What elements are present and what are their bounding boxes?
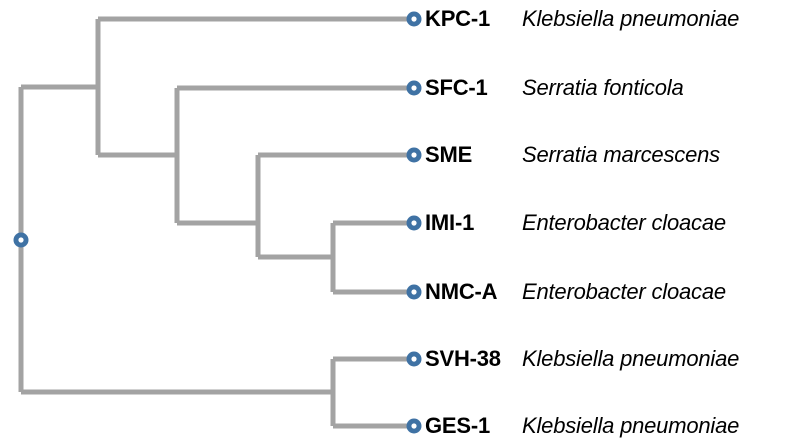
species-label-ges-1: Klebsiella pneumoniae [522, 413, 740, 438]
species-label-imi-1: Enterobacter cloacae [522, 210, 726, 235]
species-label-svh-38: Klebsiella pneumoniae [522, 346, 740, 371]
node-markers-group [13, 11, 422, 434]
gene-label-kpc-1: KPC-1 [425, 6, 491, 31]
node-marker-center-ges-1 [411, 423, 417, 429]
branch-lines-group [18, 16, 414, 429]
species-label-sme: Serratia marcescens [522, 142, 720, 167]
node-marker-center-imi-1 [411, 220, 417, 226]
gene-label-sfc-1: SFC-1 [425, 75, 488, 100]
species-label-nmc-a: Enterobacter cloacae [522, 279, 726, 304]
gene-label-sme: SME [425, 142, 473, 167]
gene-label-imi-1: IMI-1 [425, 210, 475, 235]
node-marker-center-kpc-1 [411, 16, 417, 22]
gene-label-nmc-a: NMC-A [425, 279, 498, 304]
species-label-kpc-1: Klebsiella pneumoniae [522, 6, 740, 31]
gene-label-svh-38: SVH-38 [425, 346, 501, 371]
gene-label-ges-1: GES-1 [425, 413, 491, 438]
node-marker-center-sme [411, 152, 417, 158]
node-marker-center-nmc-a [411, 289, 417, 295]
node-marker-center-root [18, 237, 24, 243]
species-label-sfc-1: Serratia fonticola [522, 75, 684, 100]
node-marker-center-svh-38 [411, 356, 417, 362]
node-marker-center-sfc-1 [411, 85, 417, 91]
